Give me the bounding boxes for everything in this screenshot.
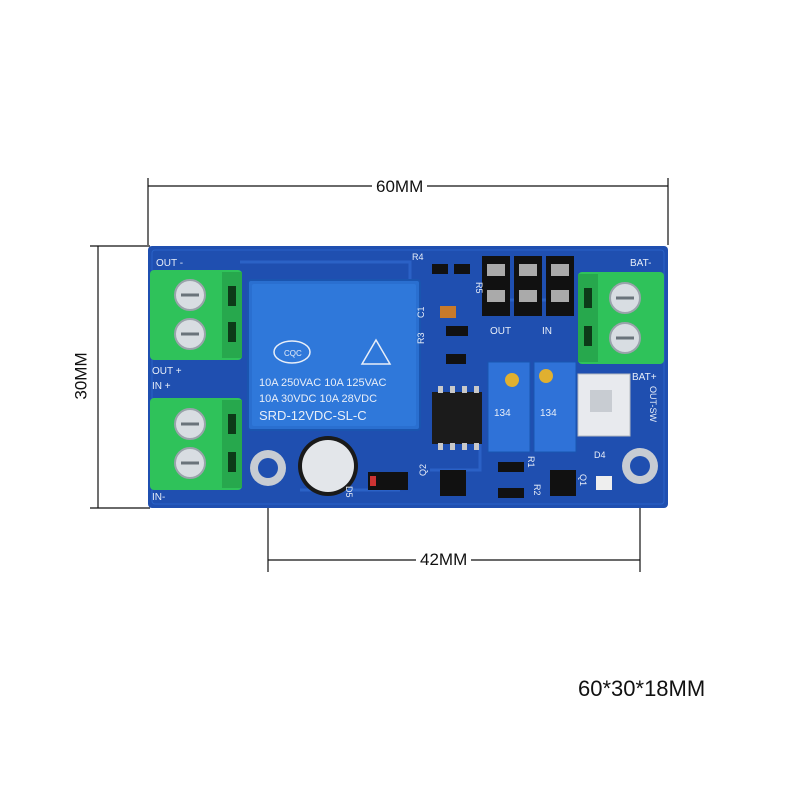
label-d5: D5 <box>344 486 354 498</box>
warning-icon <box>360 338 392 365</box>
pcb-edge <box>151 249 665 505</box>
potentiometer-1 <box>487 361 531 453</box>
smd-components <box>368 264 612 498</box>
label-bat-plus: BAT+ <box>632 372 657 383</box>
mounting-holes <box>250 448 658 486</box>
jumper-headers <box>482 256 574 316</box>
width-label: 60MM <box>372 177 428 197</box>
label-r5: R5 <box>474 282 484 294</box>
switch-knob <box>590 390 612 412</box>
relay-top <box>252 284 416 426</box>
height-label: 30MM <box>71 348 92 404</box>
label-r2: R2 <box>532 484 542 496</box>
label-in-minus: IN- <box>152 492 165 503</box>
label-q2: Q2 <box>418 464 428 476</box>
label-c1: C1 <box>416 306 426 318</box>
label-d4: D4 <box>594 450 606 460</box>
label-out-minus: OUT - <box>156 258 183 269</box>
hole-spacing-label: 42MM <box>416 550 472 570</box>
label-out: OUT <box>490 326 511 337</box>
capacitor-top <box>302 440 354 492</box>
label-r4: R4 <box>412 252 424 262</box>
pot-code-2: 134 <box>540 408 557 419</box>
label-in-plus: IN + <box>152 381 171 392</box>
relay-brand: CQC <box>284 349 302 358</box>
ic-chip <box>432 392 482 444</box>
relay-rating-line2: 10A 30VDC 10A 28VDC <box>259 393 377 405</box>
relay-model: SRD-12VDC-SL-C <box>259 408 367 423</box>
label-out-sw: OUT-SW <box>648 386 658 423</box>
cqc-logo <box>273 340 311 364</box>
label-r3: R3 <box>416 332 426 344</box>
label-in: IN <box>542 326 552 337</box>
label-bat-minus: BAT- <box>630 258 651 269</box>
relay-rating-line1: 10A 250VAC 10A 125VAC <box>259 377 386 389</box>
label-r1: R1 <box>526 456 536 468</box>
ic-pins <box>438 386 479 450</box>
pot-code-1: 134 <box>494 408 511 419</box>
potentiometer-2 <box>533 361 577 453</box>
label-q1: Q1 <box>578 474 588 486</box>
left-terminal-top <box>150 270 242 360</box>
left-terminal-bottom <box>150 398 242 490</box>
overall-size-label: 60*30*18MM <box>578 676 706 701</box>
right-terminal <box>578 272 664 364</box>
label-out-plus: OUT + <box>152 366 182 377</box>
